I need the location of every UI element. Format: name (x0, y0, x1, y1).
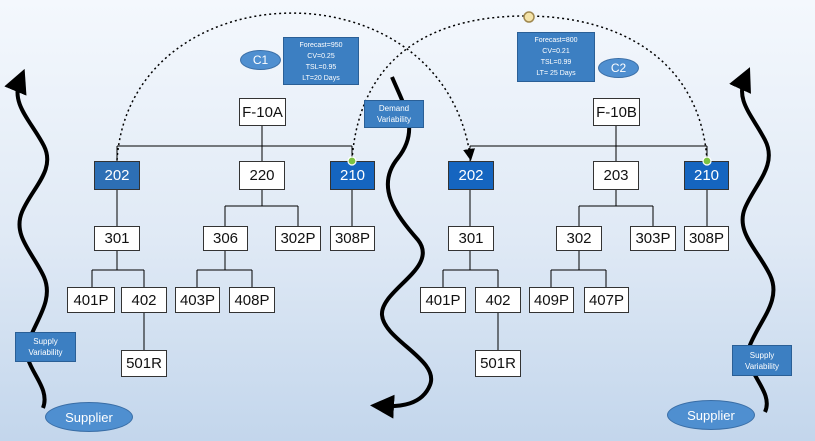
customer-c2: C2 (598, 58, 639, 78)
forecast-arc-top-marker (523, 11, 535, 23)
supply-variability-tag-left: Supply Variability (15, 332, 76, 362)
node-202-a: 202 (94, 161, 140, 190)
forecast-box-c2: Forecast=800 CV=0.21 TSL=0.99 LT= 25 Day… (517, 32, 595, 82)
demand-variability-wave (370, 76, 434, 419)
forecast-c1-line: Forecast=950 (299, 42, 343, 49)
node-501r-b: 501R (475, 350, 521, 377)
supply-tag-line: Supply (749, 350, 775, 360)
node-220: 220 (239, 161, 285, 190)
customer-c1: C1 (240, 50, 281, 70)
node-403p: 403P (175, 287, 220, 313)
node-303p: 303P (630, 226, 676, 251)
supplier-right: Supplier (667, 400, 755, 430)
forecast-c1-line: CV=0.25 (307, 53, 335, 60)
forecast-c2-line: CV=0.21 (542, 48, 570, 55)
forecast-box-c1: Forecast=950 CV=0.25 TSL=0.95 LT=20 Days (283, 37, 359, 85)
node-407p: 407P (584, 287, 629, 313)
forecast-c1-line: LT=20 Days (302, 75, 340, 82)
node-308p-a: 308P (330, 226, 375, 251)
node-301-b: 301 (448, 226, 494, 251)
node-f-10b: F-10B (593, 98, 640, 126)
node-302p: 302P (275, 226, 321, 251)
node-203: 203 (593, 161, 639, 190)
node-401p-b: 401P (420, 287, 466, 313)
node-408p: 408P (229, 287, 275, 313)
supply-tag-line: Variability (28, 348, 63, 357)
supply-tag-line: Supply (33, 337, 58, 346)
node-409p: 409P (529, 287, 574, 313)
node-301-a: 301 (94, 226, 140, 251)
node-f-10a: F-10A (239, 98, 286, 126)
supply-tag-line: Variability (744, 361, 780, 371)
forecast-c2-line: Forecast=800 (534, 37, 578, 44)
forecast-c2-line: LT= 25 Days (536, 70, 576, 77)
forecast-c2-line: TSL=0.99 (540, 59, 572, 66)
node-308p-b: 308P (684, 226, 729, 251)
supplier-left: Supplier (45, 402, 133, 432)
demand-tag-line: Demand (378, 104, 410, 113)
forecast-arc-c1 (116, 12, 476, 161)
supply-variability-tag-right: Supply Variability (732, 345, 792, 376)
demand-variability-tag: Demand Variability (364, 100, 424, 128)
node-202-b: 202 (448, 161, 494, 190)
node-210-a: 210 (330, 161, 375, 190)
node-402-b: 402 (475, 287, 521, 313)
node-402-a: 402 (121, 287, 167, 313)
node-401p-a: 401P (67, 287, 115, 313)
node-501r-a: 501R (121, 350, 167, 377)
forecast-c1-line: TSL=0.95 (305, 64, 337, 71)
node-306: 306 (203, 226, 248, 251)
node-210-b: 210 (684, 161, 729, 190)
node-302: 302 (556, 226, 602, 251)
demand-tag-line: Variability (376, 115, 412, 124)
